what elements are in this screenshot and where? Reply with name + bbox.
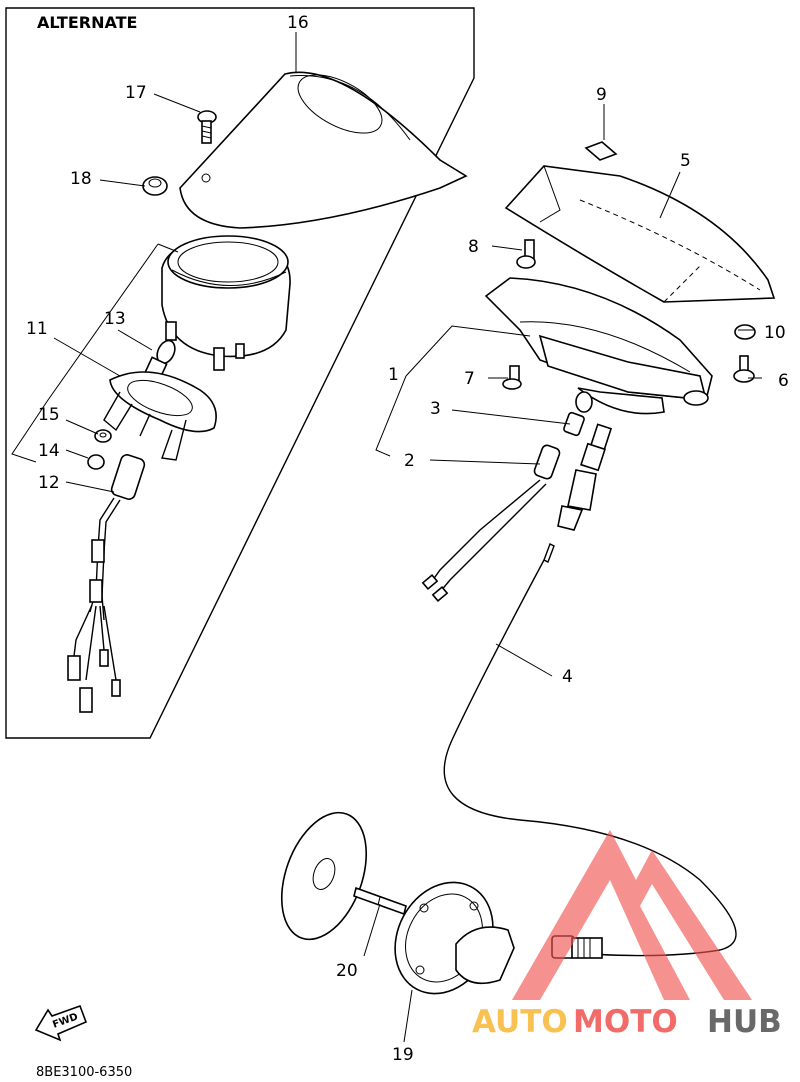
- nut-15: [94, 429, 112, 443]
- callout-1: 1: [388, 365, 399, 385]
- cable-end-upper: [557, 423, 613, 531]
- grommet-18: [142, 176, 168, 196]
- callout-9: 9: [596, 85, 607, 105]
- callout-4: 4: [562, 667, 573, 687]
- alternate-gauge: [161, 235, 291, 371]
- watermark-auto: AUTO: [472, 1004, 568, 1040]
- gear-housing-19: [394, 881, 515, 995]
- leader-lines: [53, 32, 762, 1043]
- callout-14: 14: [38, 441, 60, 461]
- callout-8: 8: [468, 237, 479, 257]
- callout-11: 11: [26, 319, 48, 339]
- clip-9: [584, 141, 618, 161]
- callout-16: 16: [287, 13, 309, 33]
- group-bracket-right: [157, 243, 179, 253]
- visor-cowl: [179, 71, 468, 229]
- callout-10: 10: [764, 323, 786, 343]
- nut-14: [87, 454, 105, 470]
- callout-5: 5: [680, 151, 691, 171]
- screw-17: [197, 110, 217, 144]
- watermark-hub: HUB: [707, 1004, 782, 1040]
- callout-2: 2: [404, 451, 415, 471]
- footer-code: 8BE3100-6350: [36, 1065, 132, 1080]
- automotohub-watermark: AUTO MOTO HUB: [472, 830, 782, 1040]
- callout-13: 13: [104, 309, 126, 329]
- callout-3: 3: [430, 399, 441, 419]
- group-bracket-left: [11, 243, 159, 463]
- callout-19: 19: [392, 1045, 414, 1065]
- pin-20: [353, 886, 407, 916]
- screw-7: [502, 365, 522, 390]
- callout-17: 17: [125, 83, 147, 103]
- callout-12: 12: [38, 473, 60, 493]
- callout-18: 18: [70, 169, 92, 189]
- bolt-6: [733, 355, 755, 383]
- meter-assembly-1: [484, 277, 713, 415]
- socket-12: [67, 454, 146, 713]
- callouts: 16 17 18 9 5 8 10 6 7 1 3 2 4 11 13 15 1…: [26, 13, 789, 1065]
- callout-7: 7: [464, 369, 475, 389]
- watermark-logo-icon: [512, 830, 752, 1000]
- callout-6: 6: [778, 371, 789, 391]
- bracket-11: [103, 371, 217, 461]
- meter-cover-5: [504, 165, 776, 303]
- bulb-3: [563, 391, 593, 437]
- watermark-moto: MOTO: [573, 1004, 678, 1040]
- screw-8: [516, 239, 536, 269]
- callout-15: 15: [38, 405, 60, 425]
- grommet-10: [734, 324, 756, 340]
- socket-2: [421, 444, 561, 603]
- alternate-title: ALTERNATE: [37, 13, 137, 32]
- alternate-panel-border: [5, 7, 475, 739]
- drive-disc: [280, 811, 368, 941]
- callout-20: 20: [336, 961, 358, 981]
- fwd-arrow-icon: FWD: [34, 1004, 88, 1042]
